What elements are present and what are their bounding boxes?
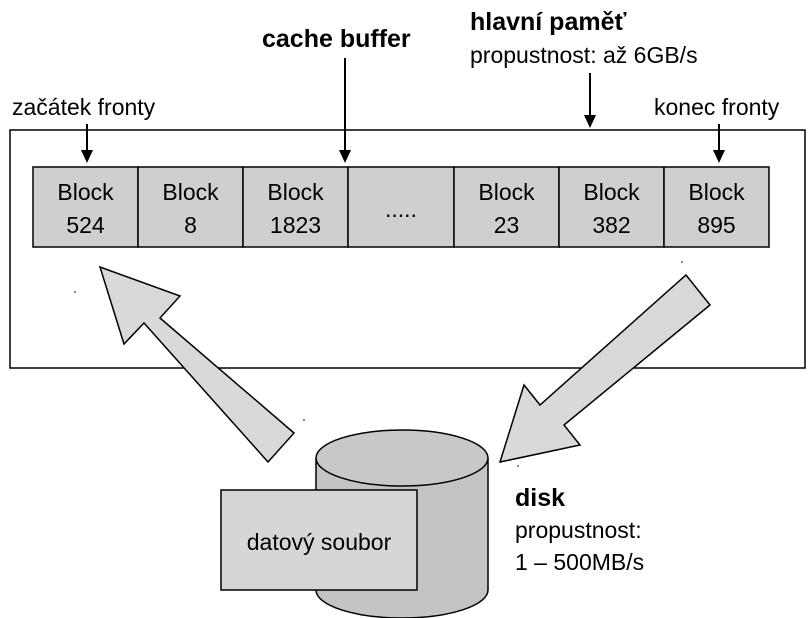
queue-end-pointer-arrow: [713, 124, 725, 163]
cache-block-cell: [32, 166, 139, 248]
cache-block-cell: [242, 166, 349, 248]
stray-dot: [681, 261, 683, 263]
cache-block-cell: [347, 166, 455, 248]
cache-block-word: Block: [688, 179, 745, 205]
cache-block-number: 382: [592, 212, 630, 238]
stray-dot: [303, 419, 305, 421]
cache-block: Block 23: [453, 166, 560, 248]
disk-title: disk: [515, 484, 565, 512]
cache-block-number: 8: [184, 212, 197, 238]
cache-block-word: Block: [267, 179, 324, 205]
cache-block: Block 1823: [242, 166, 349, 248]
cache-block-cell: [663, 166, 770, 248]
main-memory-title: hlavní paměť: [470, 8, 626, 36]
cache-block-ellipsis: .....: [385, 196, 417, 222]
main-memory-pointer-arrow: [584, 73, 596, 128]
read-from-disk-arrow: [98, 265, 296, 464]
disk-throughput-label: propustnost:: [515, 517, 642, 543]
cache-block-word: Block: [478, 179, 535, 205]
cache-block-number: 524: [66, 212, 105, 238]
cache-block: Block 895: [663, 166, 770, 248]
queue-start-pointer-arrow: [81, 124, 93, 163]
disk-throughput-value: 1 – 500MB/s: [515, 549, 644, 575]
cache-block-cell: [137, 166, 244, 248]
data-file-box: [220, 489, 418, 591]
stray-dot: [517, 465, 519, 467]
queue-start-label: začátek fronty: [12, 94, 156, 120]
cache-block-number: 1823: [270, 212, 321, 238]
cache-block: Block 524: [32, 166, 139, 248]
cache-buffer-pointer-arrow: [339, 58, 351, 163]
cache-block-cell: [453, 166, 560, 248]
cache-block-word: Block: [583, 179, 640, 205]
main-memory-throughput: propustnost: až 6GB/s: [470, 42, 698, 68]
data-file-label: datový soubor: [247, 529, 392, 555]
cache-block-number: 895: [697, 212, 735, 238]
queue-end-label: konec fronty: [654, 94, 780, 120]
write-to-disk-arrow: [498, 273, 712, 463]
cache-block-number: 23: [494, 212, 520, 238]
cache-blocks-row: Block524Block8Block1823.....Block23Block…: [32, 166, 770, 248]
cache-buffer-label: cache buffer: [262, 25, 411, 53]
cache-block-word: Block: [57, 179, 114, 205]
cache-block-word: Block: [162, 179, 219, 205]
stray-dot: [74, 291, 76, 293]
cache-block: Block 382: [558, 166, 665, 248]
cache-block: Block 8: [137, 166, 244, 248]
cache-block: .....: [347, 166, 455, 248]
